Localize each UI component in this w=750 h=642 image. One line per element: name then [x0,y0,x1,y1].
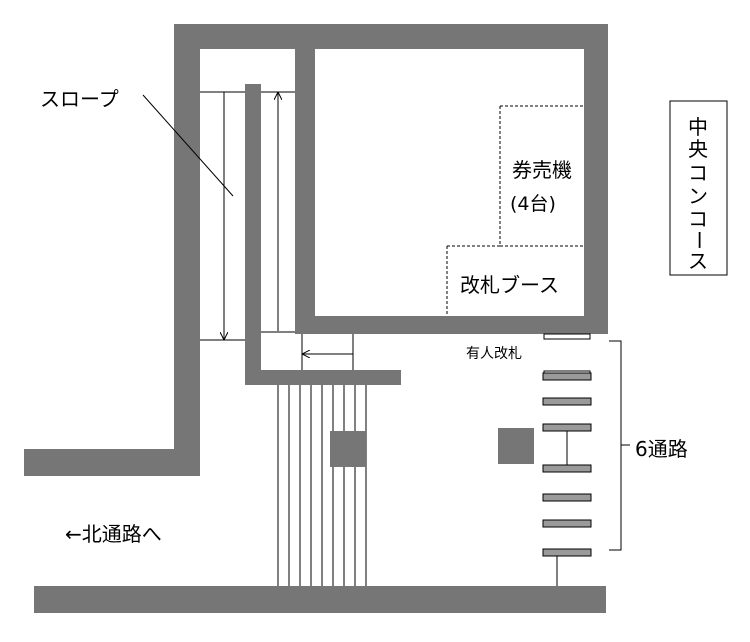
ticket-room-right-wall [584,24,608,334]
svg-text:ー: ー [687,230,711,250]
gate-bar [542,493,592,502]
lower-left-wall [24,449,200,476]
north-passage-label: ←北通路へ [65,522,162,546]
gate-bar [542,372,592,381]
walls [24,24,608,613]
gate-bar [542,464,592,473]
ticket-booth-label: 改札ブース [460,273,559,297]
svg-text:央: 央 [688,137,708,161]
gate-bar [542,519,592,528]
pillar-left [330,431,366,467]
manned-gate-label: 有人改札 [466,346,522,362]
svg-text:コ: コ [688,161,708,185]
slope-leader-line [142,94,234,197]
gate-bar [542,423,592,432]
slope-divider-wall [245,84,261,384]
slope-label: スロープ [40,87,119,111]
svg-text:コ: コ [688,207,708,231]
ticket-machines-label: 券売機 [512,158,572,182]
svg-text:ス: ス [688,249,708,273]
bottom-wall [34,586,606,613]
svg-text:中: 中 [688,115,708,139]
ticket-room-bottom-wall [295,316,608,334]
gate-top-ledge [245,370,401,385]
ticket-machines-count: (4台) [510,193,556,215]
passages-bracket [609,340,630,551]
top-wall [174,24,608,49]
entrance-passage [301,334,354,370]
six-passages-label: 6通路 [635,437,688,461]
ticket-gates [542,333,592,586]
ticket-booth-area [446,245,500,316]
stairs [277,385,367,586]
svg-text:ン: ン [688,184,708,208]
central-concourse-box [669,100,728,276]
gate-bar [543,333,591,340]
pillar-right [498,428,534,464]
left-outer-wall [174,24,200,476]
gate-bar [542,548,592,557]
gate-bar [542,397,592,406]
ticket-room-left-wall [295,24,315,334]
slope-lines [142,91,295,341]
central-concourse-label: 中 央 コ ン コ ー ス [687,115,711,273]
